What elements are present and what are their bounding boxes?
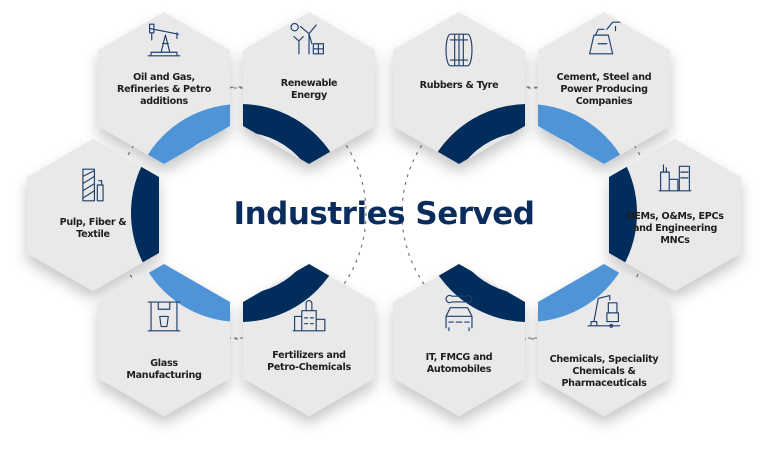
label-line: Energy <box>291 90 328 101</box>
industry-label: Rubbers & Tyre <box>420 80 499 91</box>
label-line: Companies <box>576 96 633 107</box>
wind-turbine-icon <box>290 23 324 55</box>
label-line: additions <box>140 96 188 107</box>
label-line: Refineries & Petro <box>117 84 212 95</box>
label-line: Glass <box>150 358 178 369</box>
label-line: Fertilizers and <box>272 350 346 361</box>
label-line: Pulp, Fiber & <box>60 217 127 228</box>
label-line: Rubbers & Tyre <box>420 80 499 91</box>
factory-icon <box>292 300 326 332</box>
thread-spool-icon <box>82 168 104 202</box>
label-line: Chemicals & <box>572 366 635 377</box>
cement-bag-icon <box>589 21 621 55</box>
label-line: Power Producing <box>560 84 648 95</box>
label-line: Cement, Steel and <box>557 72 652 83</box>
diagram-title: Industries Served <box>234 196 535 232</box>
oil-pump-icon <box>147 23 181 57</box>
label-line: and Engineering <box>633 223 718 234</box>
label-line: Pharmaceuticals <box>561 378 647 389</box>
label-line: Renewable <box>281 78 338 89</box>
industrial-plant-icon <box>658 164 692 192</box>
hexagon-rubbers: Rubbers & Tyre <box>393 12 525 164</box>
label-line: Chemicals, Speciality <box>550 354 660 365</box>
hexagon-shape <box>609 139 741 291</box>
glass-furnace-icon <box>147 301 181 332</box>
car-wrench-icon <box>445 294 473 332</box>
industry-label: Pulp, Fiber &Textile <box>60 217 127 240</box>
tyre-icon <box>445 33 473 67</box>
label-line: Oil and Gas, <box>133 72 195 83</box>
label-line: Textile <box>76 229 110 240</box>
arc-segment <box>131 139 159 291</box>
dashed-circle <box>113 86 367 340</box>
label-line: MNCs <box>660 235 690 246</box>
hexagon-pulp-fiber: Pulp, Fiber &Textile <box>27 139 159 291</box>
label-line: Manufacturing <box>126 370 202 381</box>
hexagon-shape <box>27 139 159 291</box>
label-line: Petro-Chemicals <box>267 362 351 373</box>
label-line: IT, FMCG and <box>426 352 493 363</box>
arc-segment <box>609 139 637 291</box>
label-line: OEMs, O&Ms, EPCs <box>626 211 724 222</box>
robot-arm-icon <box>587 295 621 328</box>
label-line: Automobiles <box>427 364 492 375</box>
